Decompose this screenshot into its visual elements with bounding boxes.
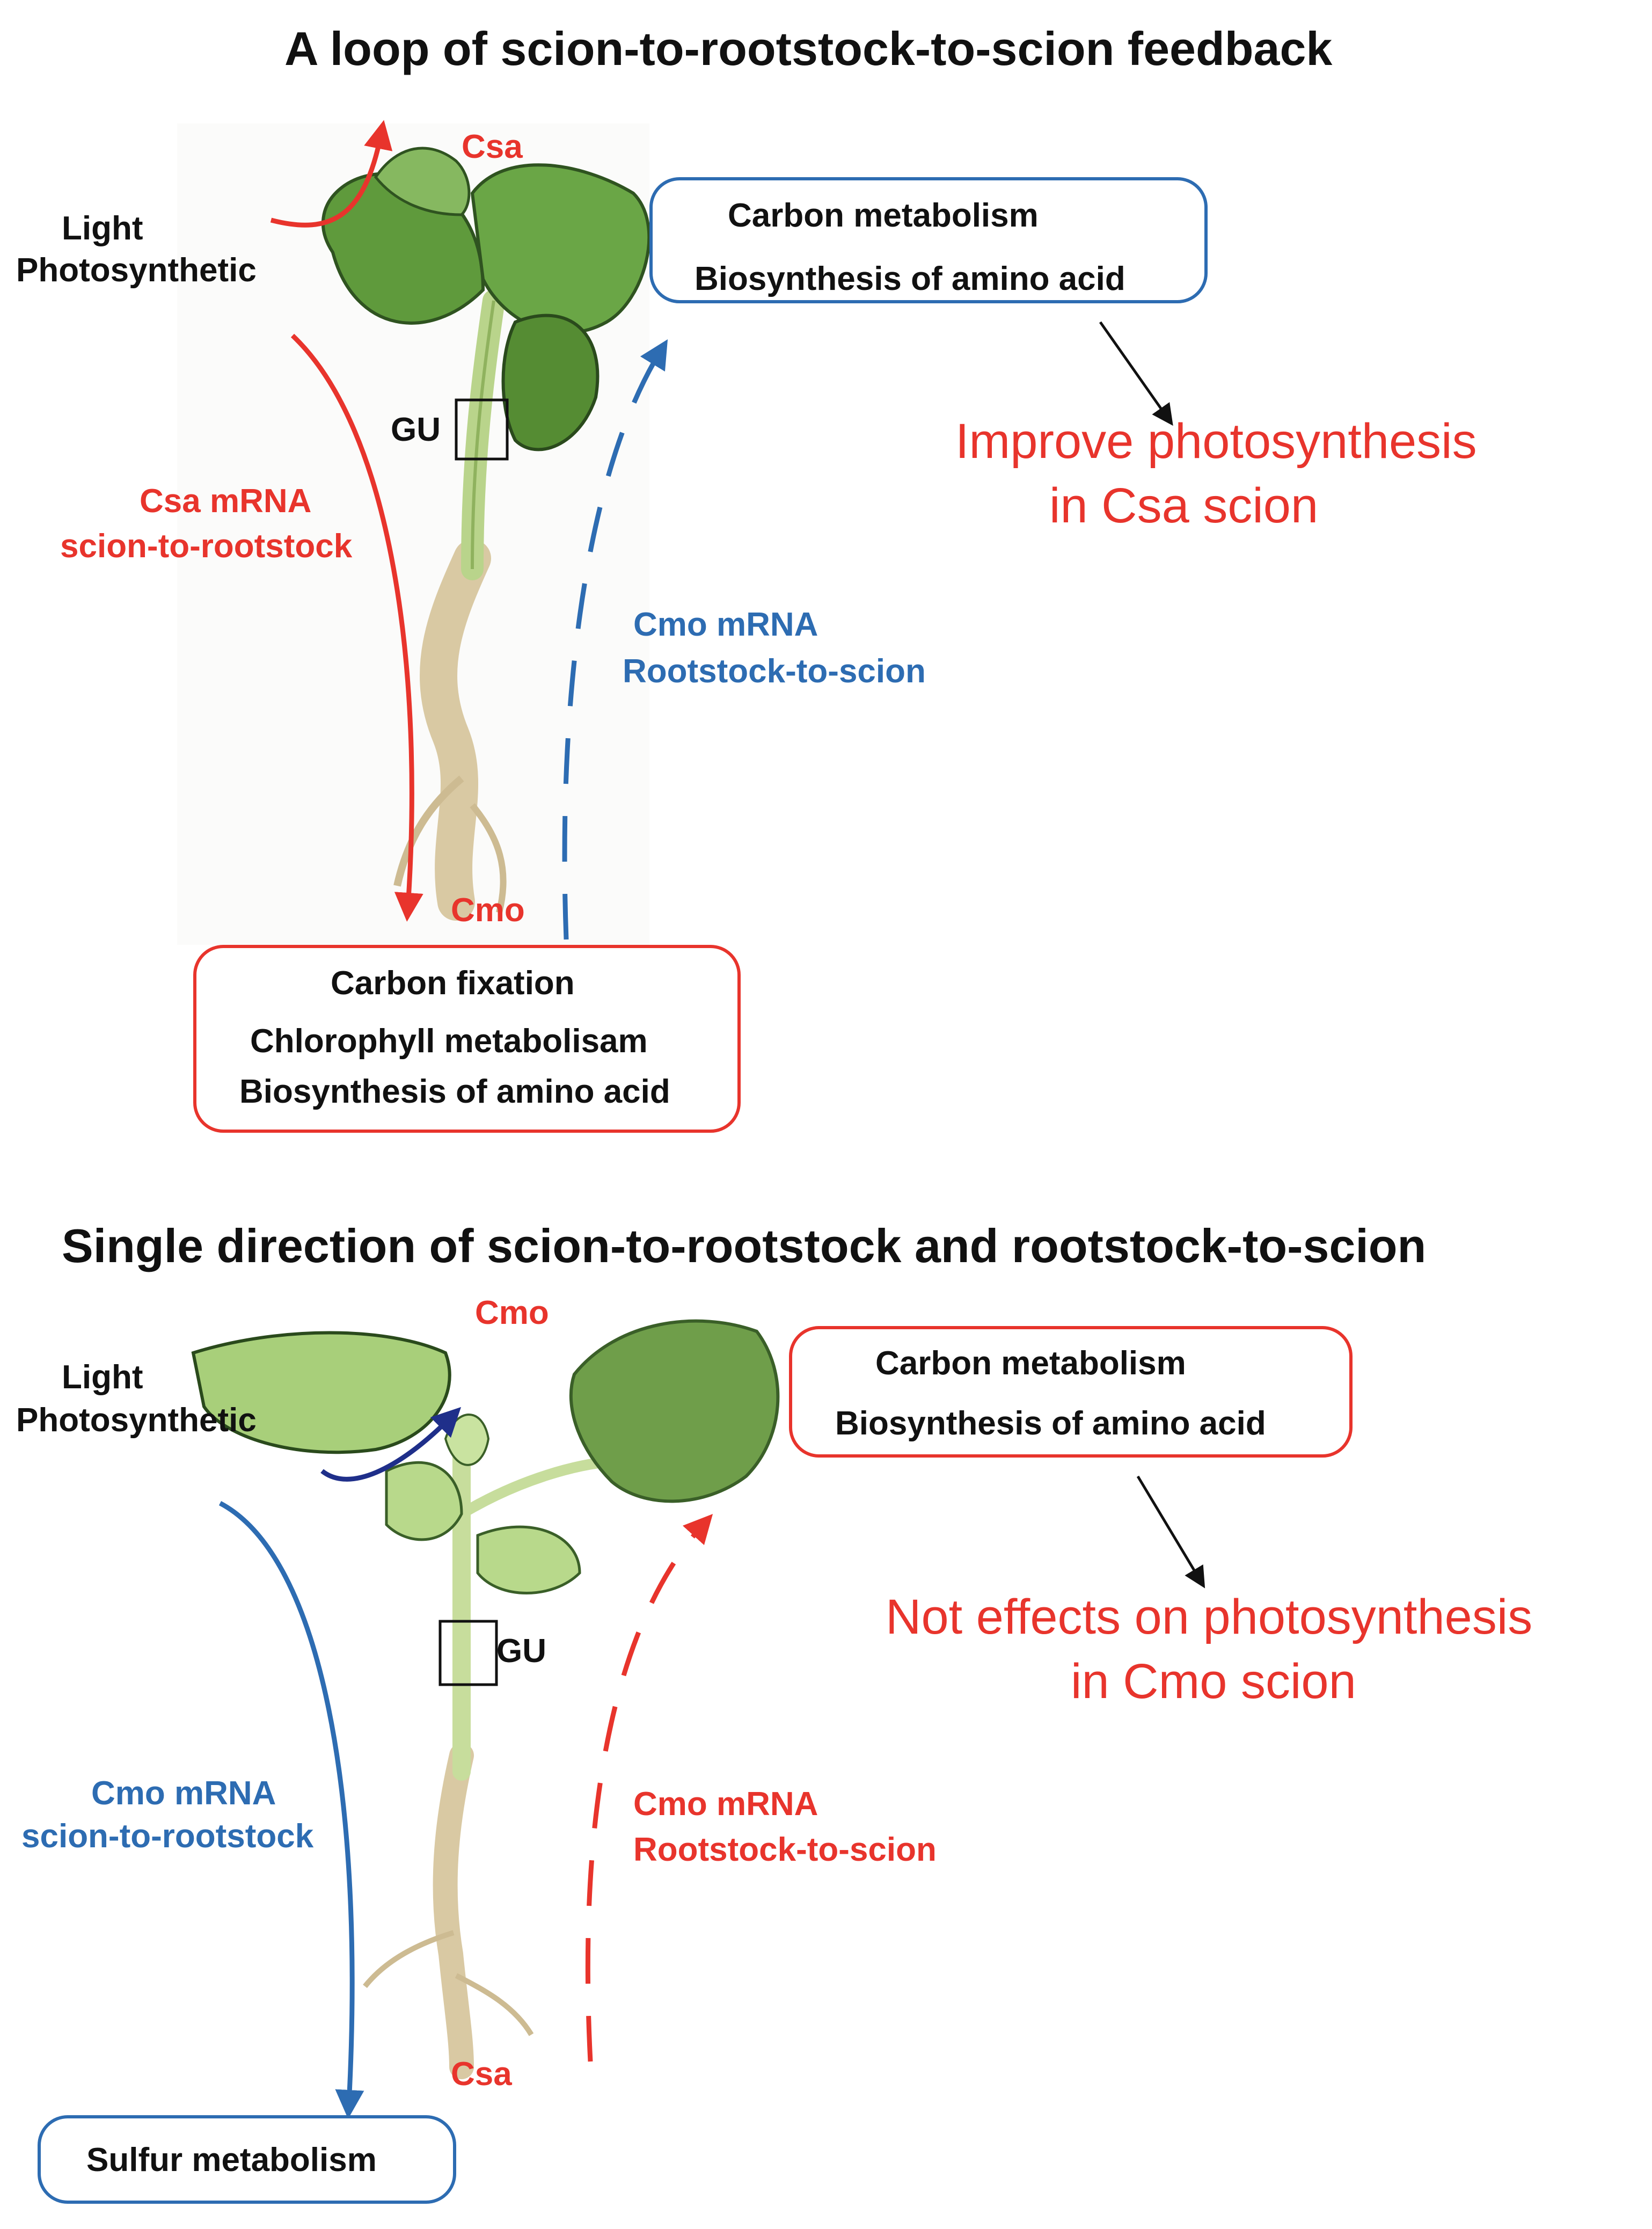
bottom-scion-arrow-label-1: Cmo mRNA (91, 1775, 276, 1812)
bottom-panel-title: Single direction of scion-to-rootstock a… (62, 1219, 1427, 1272)
bottom-effect-line-2: in Cmo scion (1071, 1654, 1356, 1709)
top-rootstock-box-line-1: Carbon fixation (331, 965, 575, 1002)
top-scion-box-line-2: Biosynthesis of amino acid (695, 260, 1125, 297)
top-graft-union-marker (455, 398, 509, 461)
bottom-graft-union-marker (438, 1620, 498, 1686)
top-effect-arrow (1099, 321, 1173, 426)
bottom-scion-pathway-box: Carbon metabolism Biosynthesis of amino … (789, 1326, 1353, 1458)
top-rootstock-pathway-box: Carbon fixation Chlorophyll metabolisam … (193, 945, 741, 1133)
top-rootstock-box-line-3: Biosynthesis of amino acid (239, 1073, 670, 1110)
bottom-effect-arrow (1136, 1475, 1205, 1589)
top-rootstock-arrow-label-2: Rootstock-to-scion (623, 653, 926, 690)
bottom-scion-to-rootstock-arrow (218, 1501, 364, 2119)
bottom-effect-line-1: Not effects on photosynthesis (886, 1590, 1533, 1644)
top-photosynthetic-label: Photosynthetic (16, 252, 257, 289)
bottom-light-label: Light (62, 1359, 143, 1396)
top-panel-title: A loop of scion-to-rootstock-to-scion fe… (284, 22, 1333, 75)
top-graft-union-label: GU (391, 411, 441, 448)
bottom-plant-illustration (191, 1319, 780, 2079)
top-scion-box-line-1: Carbon metabolism (728, 197, 1039, 234)
bottom-graft-union-label: GU (496, 1633, 546, 1670)
top-scion-to-rootstock-arrow (290, 333, 423, 922)
bottom-rootstock-box-line-1: Sulfur metabolism (86, 2141, 377, 2179)
bottom-scion-box-line-1: Carbon metabolism (875, 1345, 1186, 1382)
top-scion-arrow-label-1: Csa mRNA (140, 483, 312, 520)
bottom-rootstock-arrow-label-1: Cmo mRNA (633, 1786, 818, 1823)
top-scion-pathway-box: Carbon metabolism Biosynthesis of amino … (649, 177, 1208, 303)
top-light-label: Light (62, 210, 143, 247)
bottom-rootstock-label: Csa (451, 2056, 512, 2093)
bottom-rootstock-arrow-label-2: Rootstock-to-scion (633, 1831, 937, 1868)
bottom-scion-box-line-2: Biosynthesis of amino acid (835, 1405, 1266, 1442)
top-light-arrow (270, 120, 393, 228)
top-scion-label: Csa (462, 128, 523, 165)
top-rootstock-arrow-label-1: Cmo mRNA (633, 606, 818, 643)
top-effect-line-1: Improve photosynthesis (955, 414, 1477, 469)
bottom-light-arrow (320, 1407, 462, 1482)
bottom-rootstock-pathway-box: Sulfur metabolism (38, 2115, 456, 2204)
top-rootstock-label: Cmo (451, 892, 525, 929)
top-rootstock-to-scion-arrow (562, 339, 668, 940)
bottom-scion-label: Cmo (475, 1294, 549, 1331)
bottom-rootstock-to-scion-arrow (585, 1513, 713, 2062)
top-effect-line-2: in Csa scion (1049, 478, 1319, 533)
bottom-scion-arrow-label-2: scion-to-rootstock (21, 1818, 314, 1855)
top-rootstock-box-line-2: Chlorophyll metabolisam (250, 1023, 648, 1060)
bottom-photosynthetic-label: Photosynthetic (16, 1402, 257, 1439)
top-scion-arrow-label-2: scion-to-rootstock (60, 528, 353, 565)
